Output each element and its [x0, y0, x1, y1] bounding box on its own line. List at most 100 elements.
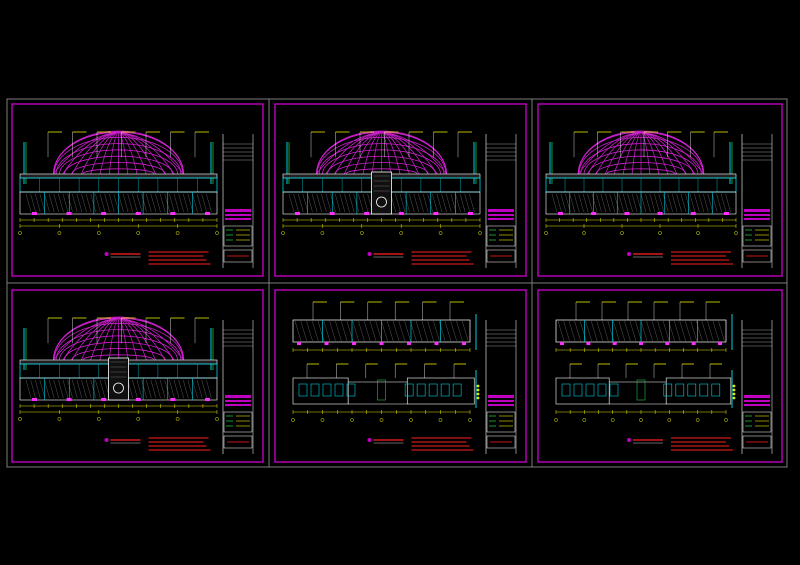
grid-bubble — [175, 417, 180, 421]
glazing-hatch — [712, 193, 718, 213]
marker-dot — [732, 384, 736, 388]
glazing-hatch — [649, 193, 656, 213]
base-marker — [379, 342, 384, 345]
title-stamp — [744, 395, 770, 398]
base-marker — [324, 342, 329, 345]
glazing-hatch — [335, 193, 341, 213]
glazing-hatch — [455, 193, 461, 213]
glazing-hatch — [646, 320, 653, 342]
glazing-hatch — [136, 379, 143, 399]
glazing-hatch — [387, 320, 394, 342]
title-box — [223, 249, 253, 263]
glazing-hatch — [629, 320, 637, 342]
glazing-hatch — [582, 193, 589, 213]
base-marker — [434, 342, 439, 345]
glazing-hatch — [579, 320, 587, 342]
dome-rib — [99, 317, 119, 361]
glazing-hatch — [718, 320, 725, 342]
glazing-hatch — [696, 320, 703, 342]
door — [636, 379, 646, 401]
glazing-hatch — [39, 379, 46, 399]
roof-band — [19, 173, 218, 179]
base-marker — [724, 212, 729, 215]
title-stamp — [488, 209, 514, 212]
grid-bubble — [320, 231, 325, 235]
glazing-hatch — [450, 193, 457, 213]
glazing-hatch — [72, 193, 78, 213]
glazing-hatch — [25, 379, 32, 399]
glazing-hatch — [35, 193, 41, 213]
dome-rib — [640, 131, 704, 175]
glazing-hatch — [392, 320, 400, 342]
glazing-hatch — [421, 320, 429, 342]
glazing-hatch — [456, 320, 463, 342]
glazing-hatch — [635, 320, 642, 342]
glazing-hatch — [159, 193, 166, 213]
glazing-hatch — [206, 379, 212, 399]
glazing-hatch — [395, 193, 401, 213]
glazing-hatch — [127, 193, 133, 213]
glazing-hatch — [674, 320, 681, 342]
glazing-hatch — [192, 193, 198, 213]
base-marker — [690, 212, 696, 215]
grid-bubble — [175, 231, 180, 235]
dome-rib — [604, 131, 642, 175]
glazing-hatch — [95, 379, 101, 399]
glazing-hatch — [404, 320, 411, 342]
window — [298, 383, 308, 397]
grid-bubble — [18, 231, 22, 235]
grid-bubble — [610, 418, 615, 422]
dome-rib — [362, 131, 382, 175]
title-box — [742, 225, 772, 247]
dome-rib — [118, 131, 184, 175]
glazing-hatch — [418, 193, 424, 213]
dome-rib — [622, 131, 642, 175]
glazing-hatch — [596, 320, 603, 342]
glazing-hatch — [433, 320, 440, 342]
glazing-hatch — [556, 193, 562, 213]
glazing-hatch — [358, 320, 365, 342]
glazing-hatch — [90, 379, 96, 399]
glazing-hatch — [146, 379, 152, 399]
glazing-hatch — [703, 193, 709, 213]
glazing-hatch — [679, 320, 686, 342]
drawing-sheet — [537, 103, 783, 277]
dome-rib — [118, 131, 138, 175]
glazing-hatch — [206, 193, 212, 213]
base-marker — [352, 342, 356, 345]
glazing-hatch — [353, 193, 359, 213]
callout-leaders — [47, 317, 209, 344]
glazing-hatch — [72, 379, 78, 399]
drawing-caption — [104, 437, 211, 451]
glazing-hatch — [141, 193, 147, 213]
glazing-hatch — [67, 193, 73, 213]
glazing-hatch — [658, 193, 664, 213]
title-stamp — [744, 218, 770, 220]
dome-rib — [118, 131, 156, 175]
title-stamp — [225, 209, 251, 212]
glazing-hatch — [569, 193, 575, 213]
dome-rib — [631, 131, 642, 175]
base-marker — [586, 342, 591, 345]
glazing-hatch — [330, 193, 336, 213]
base-marker — [32, 212, 37, 215]
glazing-hatch — [614, 193, 620, 213]
drawing-sheet — [274, 103, 527, 277]
base-marker — [624, 212, 630, 215]
glazing-hatch — [364, 320, 371, 342]
title-box — [223, 411, 253, 433]
glazing-hatch — [560, 193, 567, 213]
glazing-hatch — [591, 193, 598, 213]
marker-dot — [476, 392, 480, 396]
glazing-hatch — [698, 193, 705, 213]
glazing-hatch — [667, 193, 673, 213]
glazing-hatch — [446, 193, 452, 213]
base-marker — [170, 398, 176, 401]
title-box — [223, 225, 253, 247]
glazing-hatch — [585, 320, 592, 342]
glazing-hatch — [631, 193, 638, 213]
glazing-hatch — [173, 193, 180, 213]
glazing-hatch — [155, 379, 161, 399]
glazing-hatch — [178, 379, 184, 399]
window — [609, 383, 619, 397]
